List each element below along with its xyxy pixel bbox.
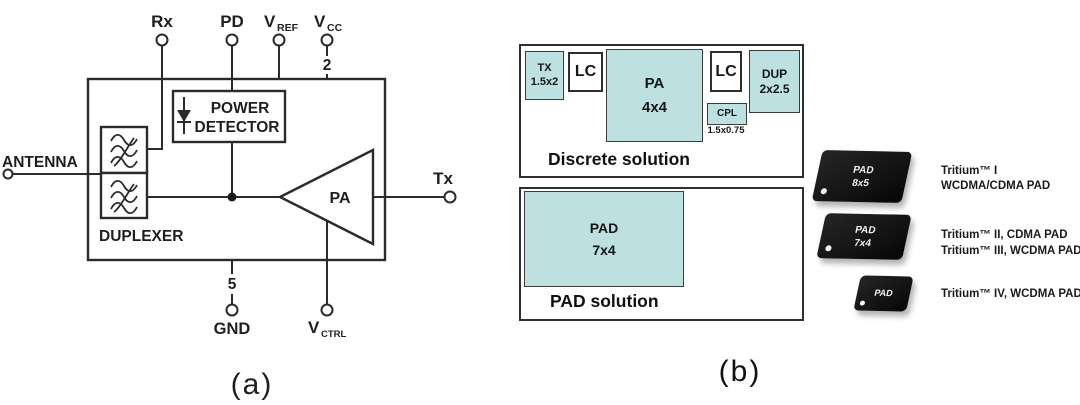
tx-component-name: TX: [537, 61, 552, 74]
vcc-subscript: CC: [327, 22, 343, 34]
vcc-terminal: [320, 33, 334, 47]
cpl-component-name: CPL: [717, 107, 737, 119]
pad-solution-panel: PAD 7x4 PAD solution: [519, 187, 804, 321]
pad-solution-label: PAD solution: [550, 291, 659, 311]
pad-component-size: 7x4: [592, 242, 616, 258]
cpl-component-size: 1.5x0.75: [707, 125, 745, 136]
pad-component: PAD 7x4: [524, 191, 684, 287]
duplexer-label: DUPLEXER: [99, 228, 183, 245]
diode-icon: [177, 97, 191, 134]
lc-component-1: LC: [568, 52, 603, 92]
vref-terminal: [272, 33, 286, 47]
tritium-1-description: Tritium™ I WCDMA/CDMA PAD: [941, 164, 1050, 194]
gnd-label: GND: [214, 320, 251, 338]
chip1-line2: 8x5: [851, 177, 871, 189]
power-detector-label-line1: POWER: [211, 100, 270, 117]
caption-b: (b): [718, 355, 762, 388]
tritium-4-line: Tritium™ IV, WCDMA PAD: [941, 288, 1080, 300]
vref-label: V: [264, 12, 276, 31]
pa-component-size: 4x4: [641, 98, 668, 116]
pa-label: PA: [329, 190, 350, 207]
chip-pad-7x4: PAD 7x4: [816, 213, 912, 260]
chip1-line1: PAD: [852, 164, 875, 176]
pin-terminals: [2, 33, 457, 317]
dup-component-name: DUP: [761, 66, 788, 81]
lc-component-2: LC: [710, 51, 742, 92]
tx-component: TX 1.5x2: [525, 51, 564, 100]
rx-terminal: [155, 33, 169, 47]
tritium-1-line2: WCDMA/CDMA PAD: [941, 180, 1051, 192]
chip3-pin1-dot-icon: [859, 300, 866, 306]
power-detector-label-line2: DETECTOR: [195, 119, 280, 136]
lc2-label: LC: [715, 62, 737, 80]
antenna-label: ANTENNA: [2, 154, 78, 171]
wires: [13, 46, 445, 304]
chip1-pin1-dot-icon: [820, 188, 828, 195]
lc1-label: LC: [574, 63, 597, 80]
dup-component-size: 2x2.5: [759, 81, 790, 96]
rx-label: Rx: [151, 12, 173, 31]
chip2-line2: 7x4: [853, 237, 873, 249]
tritium-4-description: Tritium™ IV, WCDMA PAD: [941, 287, 1080, 302]
vctrl-subscript: CTRL: [321, 329, 347, 340]
rx-wire: [147, 46, 163, 150]
discrete-solution-label: Discrete solution: [548, 149, 690, 169]
vctrl-label: V: [308, 318, 320, 337]
pin-number-2: 2: [323, 57, 332, 74]
pa-component: PA 4x4: [606, 49, 703, 142]
pin-number-5: 5: [228, 276, 237, 293]
pad-component-name: PAD: [589, 219, 619, 236]
chip2-line1: PAD: [854, 224, 877, 236]
tritium-2-line: Tritium™ II, CDMA PAD: [941, 229, 1068, 241]
filter-wave-icon-top: [110, 133, 138, 169]
tritium-3-line: Tritium™ III, WCDMA PAD: [941, 245, 1080, 257]
pd-terminal: [225, 33, 239, 47]
junction-dot: [227, 192, 237, 202]
filter-wave-icon-bottom: [110, 179, 138, 215]
vctrl-terminal: [320, 303, 334, 317]
vref-subscript: REF: [277, 22, 299, 34]
chip-pad-8x5: PAD 8x5: [811, 150, 913, 203]
chip3-line1: PAD: [873, 287, 894, 298]
caption-a: (a): [231, 368, 274, 401]
antenna-terminal: [2, 168, 14, 180]
tx-terminal: [443, 190, 457, 204]
pa-amplifier-triangle: [277, 148, 375, 246]
gnd-terminal: [225, 303, 239, 317]
chip-pad-small: PAD: [853, 275, 914, 312]
pa-duplexer-schematic: POWER DETECTOR DUPLEXER PA: [2, 12, 457, 401]
power-detector-box: [171, 89, 287, 144]
pd-label: PD: [220, 12, 244, 31]
tx-component-size: 1.5x2: [530, 75, 559, 88]
dup-component: DUP 2x2.5: [749, 50, 800, 113]
tx-label: Tx: [433, 169, 453, 188]
tritium-2-3-description: Tritium™ II, CDMA PAD Tritium™ III, WCDM…: [941, 227, 1080, 259]
pa-component-name: PA: [644, 74, 665, 92]
tritium-1-line1: Tritium™ I: [941, 165, 998, 177]
discrete-solution-panel: TX 1.5x2 LC PA 4x4 LC CPL 1.5x0.75 DUP 2…: [519, 44, 804, 178]
chip2-pin1-dot-icon: [824, 245, 833, 252]
vcc-label: V: [314, 12, 326, 31]
cpl-component: CPL: [707, 103, 747, 125]
